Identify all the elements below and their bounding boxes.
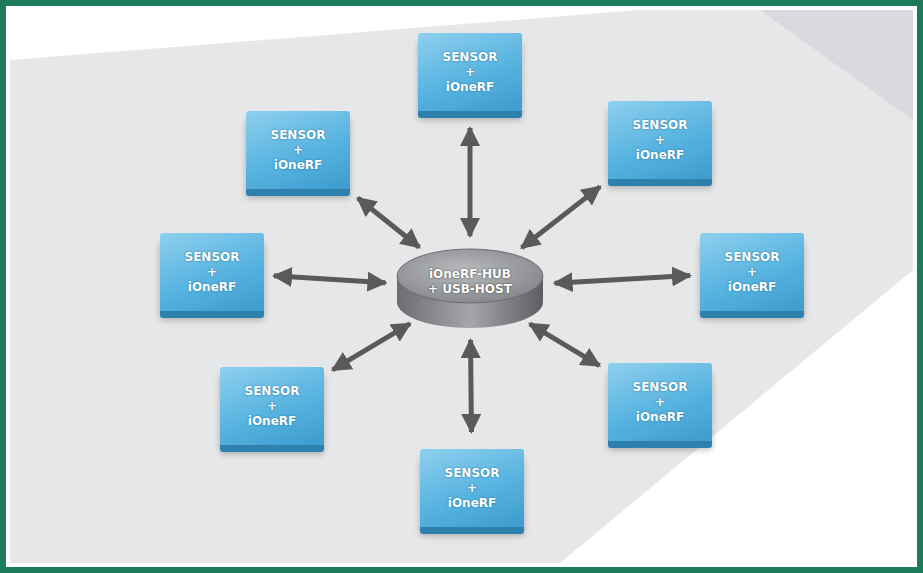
sensor-label: SENSOR + iOneRF [267, 128, 329, 173]
double-arrow [522, 187, 600, 248]
frame-border [3, 3, 920, 570]
sensor-box: SENSOR + iOneRF [700, 233, 804, 311]
hub-label: iOneRF-HUB + USB-HOST [427, 267, 513, 297]
sensor-label: SENSOR + iOneRF [181, 250, 243, 295]
sensor-box: SENSOR + iOneRF [418, 33, 522, 111]
hub-cylinder: iOneRF-HUB + USB-HOST [395, 246, 545, 330]
background-band [10, 10, 913, 563]
sensor-label: SENSOR + iOneRF [629, 380, 691, 425]
sensor-box: SENSOR + iOneRF [160, 233, 264, 311]
double-arrow [530, 324, 600, 366]
sensor-box: SENSOR + iOneRF [608, 101, 712, 179]
sensor-box: SENSOR + iOneRF [420, 449, 524, 527]
sensor-label: SENSOR + iOneRF [439, 50, 501, 95]
double-arrow [468, 128, 473, 236]
double-arrow [274, 276, 385, 283]
sensor-label: SENSOR + iOneRF [441, 466, 503, 511]
sensor-label: SENSOR + iOneRF [721, 250, 783, 295]
double-arrow [468, 340, 474, 432]
double-arrow [555, 276, 690, 284]
double-arrow [358, 198, 419, 247]
sensor-label: SENSOR + iOneRF [629, 118, 691, 163]
sensor-box: SENSOR + iOneRF [246, 111, 350, 189]
sensor-box: SENSOR + iOneRF [608, 363, 712, 441]
double-arrow [333, 324, 410, 370]
sensor-label: SENSOR + iOneRF [241, 384, 303, 429]
sensor-box: SENSOR + iOneRF [220, 367, 324, 445]
